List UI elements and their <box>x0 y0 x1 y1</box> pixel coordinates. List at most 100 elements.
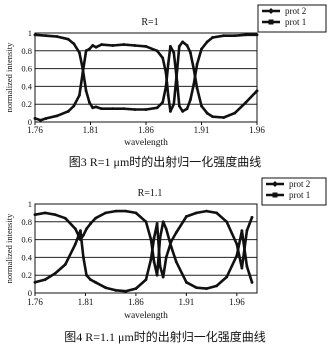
data-point <box>114 209 118 213</box>
y-tick-label: 0.4 <box>21 252 32 262</box>
data-point <box>104 211 108 215</box>
y-axis-label: normalized intensity <box>4 213 14 283</box>
series-line <box>33 209 254 293</box>
data-point <box>155 49 159 53</box>
data-point <box>134 287 138 290</box>
data-point <box>63 263 67 266</box>
y-tick-label: 1 <box>28 199 32 209</box>
caption-text: R=1.1 μm时的出射归一化强度曲线 <box>85 329 266 344</box>
legend-marker <box>268 8 274 14</box>
x-tick-label: 1.81 <box>83 125 99 135</box>
data-point <box>33 33 37 37</box>
data-point <box>82 233 85 237</box>
series-prot-1 <box>33 40 259 122</box>
data-point <box>211 115 215 119</box>
y-axis-label: normalized intensity <box>4 42 14 112</box>
x-tick-label: 1.96 <box>229 297 245 307</box>
x-tick-label: 1.86 <box>128 297 144 307</box>
data-point <box>53 272 57 275</box>
data-point <box>155 222 159 225</box>
data-point <box>235 242 239 246</box>
data-point <box>166 93 170 97</box>
data-point <box>161 101 165 104</box>
data-point <box>149 238 153 242</box>
data-point <box>114 288 118 292</box>
data-point <box>33 117 37 120</box>
data-point <box>211 36 215 39</box>
y-tick-label: 0.6 <box>21 64 32 74</box>
data-point <box>245 229 249 233</box>
x-axis-label: wavelength <box>124 138 168 148</box>
data-point <box>144 220 148 224</box>
x-tick-label: 1.96 <box>249 125 265 135</box>
data-point <box>164 71 168 75</box>
data-point <box>166 62 170 66</box>
data-point <box>144 44 148 48</box>
data-point <box>82 256 85 259</box>
data-point <box>72 42 76 46</box>
data-point <box>250 215 254 219</box>
legend-label: prot 2 <box>285 6 306 16</box>
data-point <box>215 211 219 215</box>
data-point <box>155 273 159 277</box>
data-point <box>205 209 208 213</box>
chart-title: R=1.1 <box>138 188 163 199</box>
y-tick-label: 0.2 <box>21 270 32 280</box>
x-tick-label: 1.76 <box>27 125 43 135</box>
data-point <box>255 89 259 93</box>
data-point <box>89 222 92 225</box>
data-point <box>79 229 82 233</box>
data-point <box>152 260 156 264</box>
data-point <box>205 287 208 290</box>
x-tick-label: 1.91 <box>178 297 194 307</box>
data-point <box>200 47 203 51</box>
data-point <box>164 256 168 259</box>
data-point <box>169 44 172 48</box>
data-point <box>55 114 59 118</box>
data-point <box>43 211 47 215</box>
data-point <box>44 34 48 38</box>
data-point <box>152 236 156 240</box>
data-point <box>144 108 148 111</box>
data-point <box>122 107 126 111</box>
data-point <box>172 102 176 106</box>
y-tick-label: 0.4 <box>21 81 32 91</box>
data-point <box>244 33 248 37</box>
x-axis-label: wavelength <box>124 311 168 321</box>
data-point <box>94 216 97 220</box>
figure-caption: 图3 R=1 μm时的出射归一化强度曲线 <box>69 154 262 169</box>
data-point <box>177 44 181 48</box>
y-tick-label: 0 <box>28 117 32 127</box>
data-point <box>91 106 95 110</box>
data-point <box>181 40 185 44</box>
data-point <box>104 286 108 290</box>
data-point <box>53 213 57 217</box>
data-point <box>215 284 219 288</box>
data-point <box>144 278 148 282</box>
data-point <box>133 44 137 47</box>
data-point <box>250 280 254 284</box>
series-prot-1 <box>33 209 254 293</box>
data-point <box>72 104 76 108</box>
data-point <box>195 62 199 66</box>
legend-marker <box>272 181 278 187</box>
data-point <box>149 257 153 261</box>
data-point <box>91 44 95 47</box>
data-point <box>63 216 67 220</box>
data-point <box>240 266 244 270</box>
data-point <box>85 273 88 277</box>
legend-marker <box>268 19 274 25</box>
data-point <box>184 280 188 284</box>
caption-text: R=1 μm时的出射归一化强度曲线 <box>90 154 262 169</box>
data-point <box>222 34 226 38</box>
data-point <box>87 101 91 104</box>
data-point <box>174 260 178 264</box>
data-point <box>244 101 248 104</box>
data-point <box>185 107 189 111</box>
data-point <box>33 213 37 217</box>
data-point <box>111 107 115 111</box>
data-point <box>73 227 77 231</box>
